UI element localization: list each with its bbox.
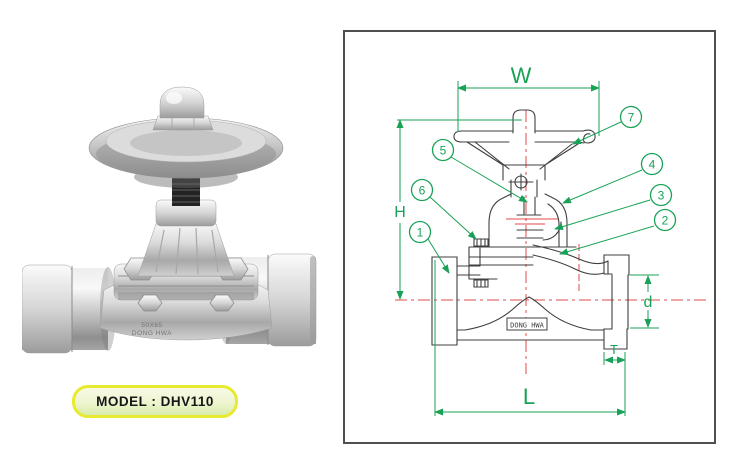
svg-text:2: 2 bbox=[662, 214, 669, 228]
bonnet-bolt-upper bbox=[473, 238, 489, 247]
callout-6: 6 bbox=[410, 178, 477, 240]
callouts: 5 6 1 7 bbox=[408, 105, 677, 274]
valve-drawing: DONG HWA W H bbox=[394, 63, 707, 416]
dim-l: L bbox=[434, 260, 626, 416]
bonnet-flange-band bbox=[468, 246, 577, 280]
right-flange bbox=[603, 254, 630, 350]
valve-photo-illustration: 50X65 DONG HWA bbox=[21, 86, 317, 354]
svg-text:7: 7 bbox=[628, 111, 635, 125]
dim-h: H bbox=[394, 119, 522, 300]
embossed-brand-text: DONG HWA bbox=[132, 330, 172, 337]
stem-cap-outline bbox=[512, 109, 536, 134]
hex-nut bbox=[152, 115, 214, 131]
dim-d: d bbox=[630, 274, 659, 329]
dim-w-label: W bbox=[511, 63, 532, 88]
inner-stem bbox=[516, 196, 544, 239]
handwheel-spokes bbox=[466, 141, 579, 170]
dim-l-label: L bbox=[523, 384, 535, 409]
svg-text:4: 4 bbox=[649, 158, 656, 172]
svg-text:5: 5 bbox=[440, 144, 447, 158]
model-badge-text: MODEL : DHV110 bbox=[96, 394, 214, 409]
hex-bolt bbox=[209, 294, 235, 312]
callout-5: 5 bbox=[431, 138, 528, 203]
model-badge: MODEL : DHV110 bbox=[72, 385, 238, 418]
technical-drawing: DONG HWA W H bbox=[343, 30, 716, 444]
bonnet-bolt-lower bbox=[473, 279, 489, 288]
valve-outline bbox=[431, 109, 630, 350]
stem-cross-detail bbox=[508, 173, 534, 191]
svg-text:1: 1 bbox=[417, 226, 424, 240]
bonnet-bell bbox=[488, 193, 568, 248]
callout-7: 7 bbox=[572, 105, 643, 145]
left-neck bbox=[456, 247, 481, 276]
dim-t-label: T bbox=[610, 342, 618, 357]
stem-hub bbox=[502, 164, 546, 198]
dim-h-label: H bbox=[394, 204, 406, 221]
nameplate: DONG HWA bbox=[506, 317, 548, 331]
weir bbox=[456, 296, 605, 331]
pipe-left bbox=[21, 264, 116, 354]
acorn-cap bbox=[159, 86, 205, 119]
centerlines bbox=[395, 110, 707, 374]
dimensions: W H L d bbox=[394, 63, 659, 416]
compressor-dome bbox=[542, 221, 562, 241]
product-photo: 50X65 DONG HWA bbox=[21, 78, 322, 368]
svg-text:6: 6 bbox=[419, 184, 426, 198]
handwheel-right-bar bbox=[534, 130, 584, 143]
embossed-size-text: 50X65 bbox=[141, 322, 162, 329]
callout-1: 1 bbox=[408, 220, 450, 274]
handwheel bbox=[88, 117, 284, 179]
callout-4: 4 bbox=[562, 152, 664, 204]
dim-d-label: d bbox=[644, 294, 653, 311]
callout-3: 3 bbox=[554, 183, 673, 231]
svg-text:3: 3 bbox=[658, 189, 665, 203]
callout-2: 2 bbox=[559, 208, 677, 256]
bonnet bbox=[137, 223, 235, 277]
nameplate-text: DONG HWA bbox=[510, 322, 545, 330]
dim-t: T bbox=[603, 342, 626, 365]
hex-bolt bbox=[137, 294, 163, 312]
dim-w: W bbox=[457, 63, 600, 136]
handwheel-left-bar bbox=[453, 130, 514, 143]
diaphragm-sweep bbox=[532, 244, 609, 275]
left-flange bbox=[431, 256, 458, 346]
